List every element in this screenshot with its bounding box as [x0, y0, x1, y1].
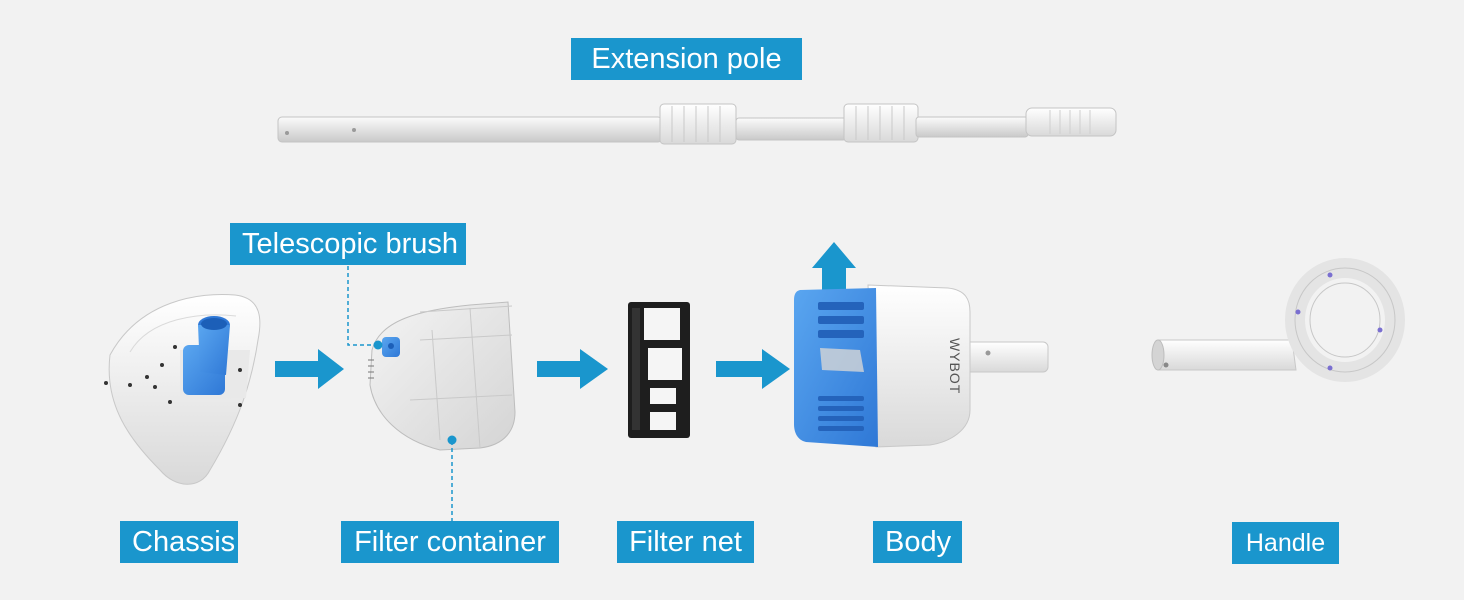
label-telescopic-brush: Telescopic brush: [230, 223, 466, 265]
chassis-part: [104, 294, 261, 485]
label-filter-net: Filter net: [617, 521, 754, 563]
body-brand-text: WYBOT: [947, 338, 963, 394]
body-part: WYBOT: [794, 284, 1049, 448]
label-filter-container: Filter container: [341, 521, 559, 563]
filter-net-part: [628, 302, 690, 438]
label-extension-pole: Extension pole: [571, 38, 802, 80]
label-body: Body: [873, 521, 962, 563]
telescopic-brush-dot: [373, 340, 383, 350]
arrow-chassis-to-container: [275, 349, 344, 389]
label-handle: Handle: [1232, 522, 1339, 564]
arrow-up-body: [812, 242, 856, 295]
arrow-net-to-body: [716, 349, 790, 389]
callout-lines: [347, 266, 453, 521]
extension-pole-part: [277, 103, 1117, 145]
label-chassis: Chassis: [120, 521, 238, 563]
handle-part: [1151, 258, 1405, 382]
flow-arrows: [275, 242, 856, 389]
filter-container-dot: [447, 435, 457, 445]
filter-container-part: [368, 301, 516, 451]
arrow-container-to-net: [537, 349, 608, 389]
telescopic-brush-leader: [347, 266, 378, 346]
